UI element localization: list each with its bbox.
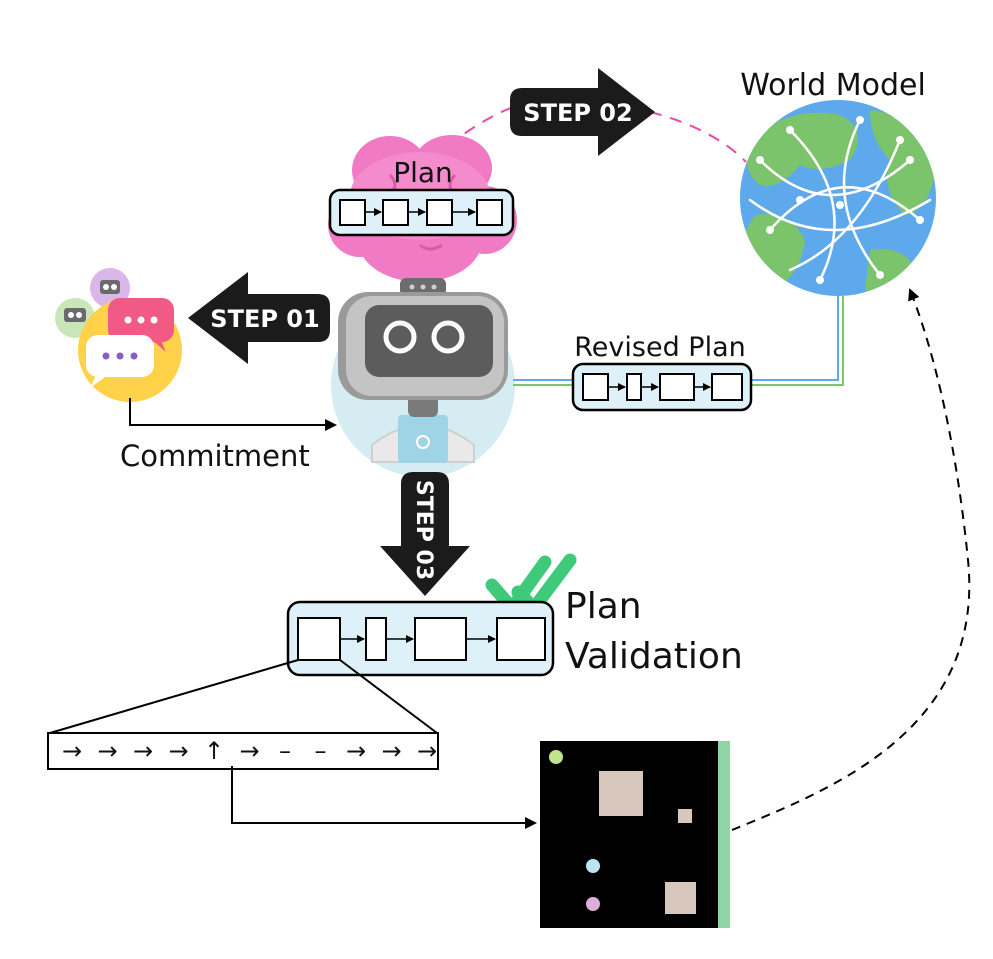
- feedback-dashed-connector: [731, 288, 971, 831]
- world-model-connector: [513, 296, 844, 386]
- globe-icon: [740, 100, 936, 296]
- action-step-glyph: →: [381, 737, 401, 765]
- obstacle-block: [599, 771, 643, 816]
- plan-box: [328, 188, 515, 237]
- action-step-glyph: →: [133, 737, 153, 765]
- revised-plan-label: Revised Plan: [574, 332, 745, 363]
- zoom-lines: [49, 659, 438, 734]
- action-step-glyph: →: [168, 737, 188, 765]
- action-to-environment-connector: [231, 766, 537, 829]
- commitment-label: Commitment: [120, 439, 310, 473]
- step-01-label: STEP 01: [210, 305, 319, 333]
- step-03-label: STEP 03: [411, 480, 436, 580]
- object-marker: [586, 859, 600, 873]
- action-step-glyph: →: [62, 737, 82, 765]
- plan-label: Plan: [393, 156, 453, 189]
- agent-marker: [549, 750, 563, 764]
- chat-bubbles-icon: [55, 268, 182, 402]
- action-step-glyph: →: [346, 737, 366, 765]
- action-step-glyph: →: [97, 737, 117, 765]
- action-step-glyph: –: [315, 737, 327, 765]
- revised-plan-box: [571, 362, 753, 412]
- step-01-arrow: STEP 01: [188, 272, 330, 364]
- environment-grid-panel: [540, 741, 730, 928]
- action-sequence-strip: →→→→↑→––→→→: [47, 732, 439, 770]
- step-02-arrow: STEP 02: [510, 68, 655, 156]
- plan-validation-label-line1: Plan: [565, 586, 642, 627]
- action-step-glyph: –: [279, 737, 291, 765]
- obstacle-block: [678, 809, 692, 823]
- step-02-label: STEP 02: [523, 99, 632, 127]
- world-model-label: World Model: [740, 68, 926, 103]
- action-step-glyph: ↑: [204, 737, 224, 765]
- action-step-glyph: →: [417, 737, 437, 765]
- obstacle-block: [665, 882, 696, 914]
- commitment-connector: [129, 398, 337, 431]
- object-marker: [586, 897, 600, 911]
- robot-icon: [331, 278, 515, 477]
- validated-plan-box: [286, 600, 555, 677]
- plan-validation-label-line2: Validation: [565, 636, 743, 677]
- action-step-glyph: →: [239, 737, 259, 765]
- step-03-arrow: STEP 03: [380, 472, 470, 596]
